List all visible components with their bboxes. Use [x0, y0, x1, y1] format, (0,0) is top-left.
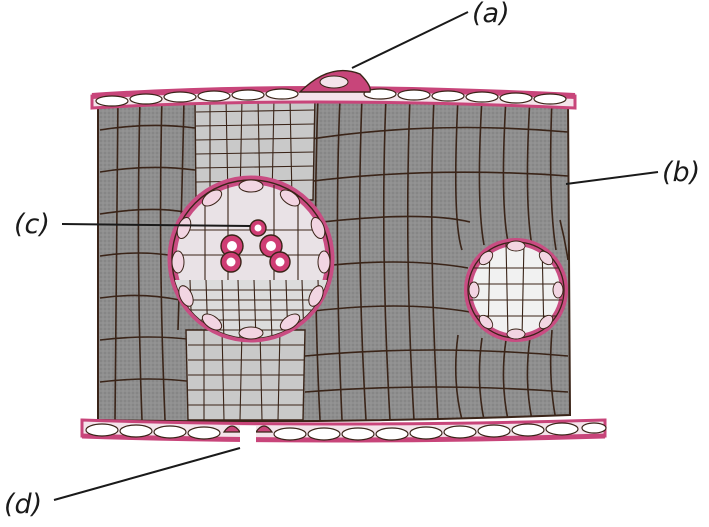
leader-line-d — [54, 448, 240, 500]
vascular-bundle-large — [172, 180, 330, 340]
label-b: (b) — [662, 157, 700, 188]
leader-line-b — [566, 172, 658, 184]
leader-line-a — [352, 12, 468, 68]
label-d: (d) — [4, 489, 42, 520]
upper-epidermis — [92, 71, 575, 108]
label-a-group: (a) — [352, 0, 510, 68]
label-d-group: (d) — [4, 448, 240, 520]
vascular-bundle-small — [468, 241, 564, 339]
label-c: (c) — [14, 209, 50, 240]
label-b-group: (b) — [566, 157, 700, 188]
label-a: (a) — [472, 0, 510, 29]
lower-epidermis — [82, 420, 606, 450]
